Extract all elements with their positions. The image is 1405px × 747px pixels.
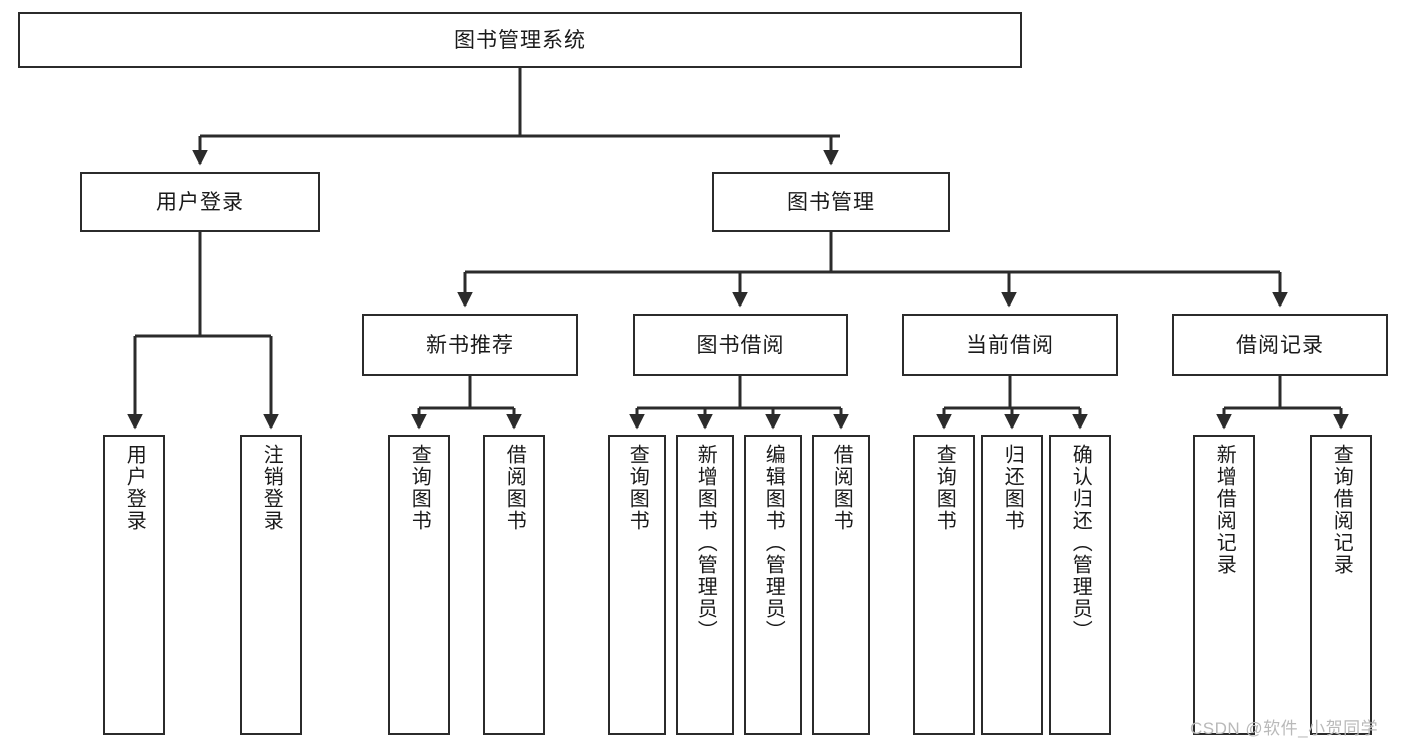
node-level1-0[interactable]: 用户登录 bbox=[80, 172, 320, 232]
node-leaf-8-label: 查询图书 bbox=[933, 444, 956, 532]
node-leaf-2-label: 查询图书 bbox=[408, 444, 431, 532]
node-level2-1-label: 图书借阅 bbox=[696, 333, 785, 357]
node-level1-1[interactable]: 图书管理 bbox=[712, 172, 950, 232]
node-leaf-3[interactable]: 借阅图书 bbox=[483, 435, 545, 735]
node-leaf-6[interactable]: 编辑图书（管理员） bbox=[744, 435, 802, 735]
node-leaf-12[interactable]: 查询借阅记录 bbox=[1310, 435, 1372, 735]
node-leaf-11-label: 新增借阅记录 bbox=[1213, 444, 1236, 576]
node-leaf-12-label: 查询借阅记录 bbox=[1330, 444, 1353, 576]
node-leaf-4-label: 查询图书 bbox=[626, 444, 649, 532]
node-leaf-6-label: 编辑图书（管理员） bbox=[762, 444, 785, 642]
node-level2-2[interactable]: 当前借阅 bbox=[902, 314, 1118, 376]
node-root[interactable]: 图书管理系统 bbox=[18, 12, 1022, 68]
node-level2-3-label: 借阅记录 bbox=[1236, 333, 1324, 357]
node-leaf-0-label: 用户登录 bbox=[123, 444, 146, 532]
node-leaf-8[interactable]: 查询图书 bbox=[913, 435, 975, 735]
node-level1-0-label: 用户登录 bbox=[156, 190, 244, 214]
node-leaf-1[interactable]: 注销登录 bbox=[240, 435, 302, 735]
csdn-watermark: CSDN @软件_小贺同学 bbox=[1190, 719, 1379, 738]
node-leaf-7-label: 借阅图书 bbox=[830, 444, 853, 532]
node-level2-0-label: 新书推荐 bbox=[426, 333, 514, 357]
node-level2-2-label: 当前借阅 bbox=[966, 333, 1054, 357]
node-level2-0[interactable]: 新书推荐 bbox=[362, 314, 578, 376]
node-leaf-5[interactable]: 新增图书（管理员） bbox=[676, 435, 734, 735]
node-leaf-2[interactable]: 查询图书 bbox=[388, 435, 450, 735]
node-leaf-0[interactable]: 用户登录 bbox=[103, 435, 165, 735]
node-leaf-7[interactable]: 借阅图书 bbox=[812, 435, 870, 735]
node-leaf-1-label: 注销登录 bbox=[260, 444, 283, 532]
node-leaf-10[interactable]: 确认归还（管理员） bbox=[1049, 435, 1111, 735]
node-level1-1-label: 图书管理 bbox=[787, 190, 875, 214]
node-leaf-5-label: 新增图书（管理员） bbox=[694, 444, 717, 642]
node-leaf-4[interactable]: 查询图书 bbox=[608, 435, 666, 735]
node-root-label: 图书管理系统 bbox=[454, 28, 586, 52]
node-leaf-10-label: 确认归还（管理员） bbox=[1069, 444, 1092, 642]
node-leaf-11[interactable]: 新增借阅记录 bbox=[1193, 435, 1255, 735]
node-leaf-3-label: 借阅图书 bbox=[503, 444, 526, 532]
node-level2-1[interactable]: 图书借阅 bbox=[633, 314, 848, 376]
node-leaf-9-label: 归还图书 bbox=[1001, 444, 1024, 532]
node-level2-3[interactable]: 借阅记录 bbox=[1172, 314, 1388, 376]
node-leaf-9[interactable]: 归还图书 bbox=[981, 435, 1043, 735]
